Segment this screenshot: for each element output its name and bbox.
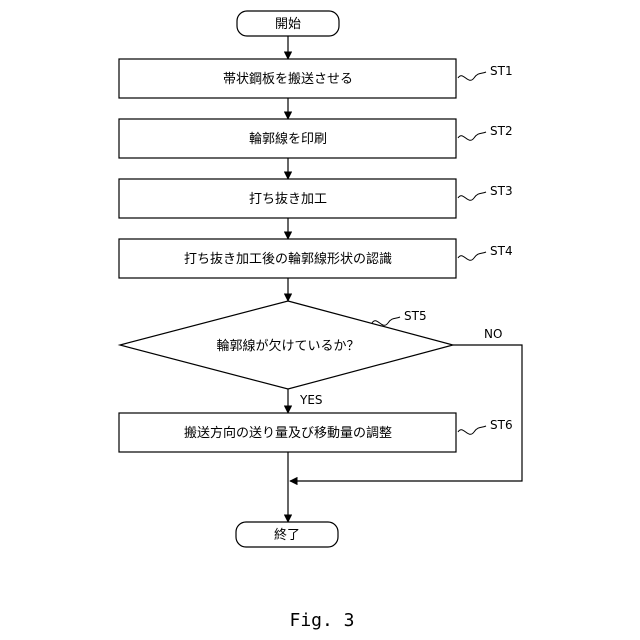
process-label-st2: 輪郭線を印刷 — [249, 131, 327, 147]
step-label-st4: ST4 — [490, 244, 513, 258]
process-label-st4: 打ち抜き加工後の輪郭線形状の認識 — [184, 251, 392, 267]
process-label-st1: 帯状鋼板を搬送させる — [223, 72, 353, 87]
leader-st3 — [458, 192, 486, 200]
step-label-st6: ST6 — [490, 418, 513, 432]
leader-st6 — [458, 426, 486, 434]
figure-caption: Fig. 3 — [289, 610, 354, 631]
start-label: 開始 — [275, 17, 301, 32]
process-label-st6: 搬送方向の送り量及び移動量の調整 — [184, 425, 392, 441]
end-label: 終了 — [274, 527, 300, 543]
leader-st1 — [458, 72, 486, 80]
branch-label-yes: YES — [299, 393, 323, 407]
decision-label-st5: 輪郭線が欠けているか？ — [216, 338, 359, 354]
step-label-st5: ST5 — [404, 309, 427, 323]
step-label-st3: ST3 — [490, 184, 513, 198]
branch-label-no: NO — [484, 327, 502, 341]
leader-st2 — [458, 132, 486, 140]
step-label-st2: ST2 — [490, 124, 513, 138]
leader-st4 — [458, 252, 486, 260]
process-label-st3: 打ち抜き加工 — [249, 191, 327, 207]
step-label-st1: ST1 — [490, 64, 513, 78]
